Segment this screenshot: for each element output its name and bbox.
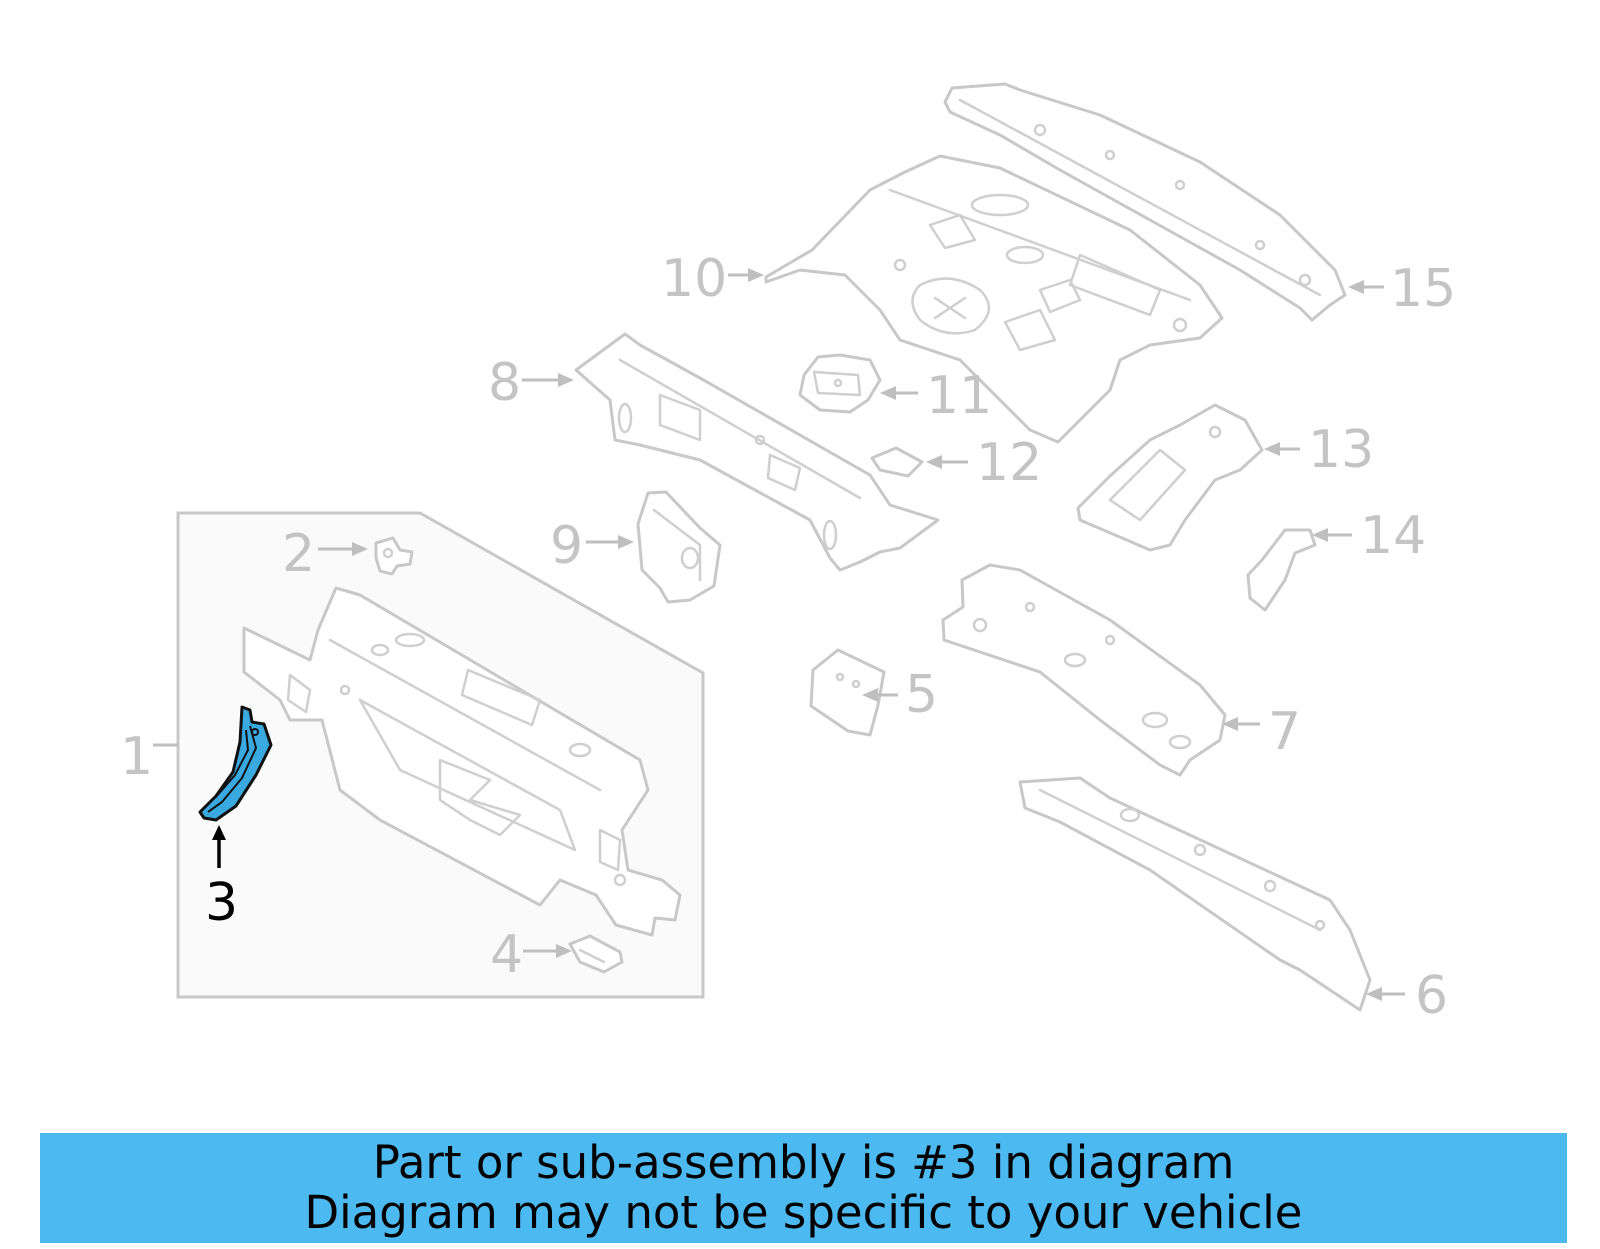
part-info-banner: Part or sub-assembly is #3 in diagram Di… xyxy=(40,1133,1567,1243)
part-13-bracket[interactable] xyxy=(1076,403,1264,552)
callout-label-14: 14 xyxy=(1360,506,1426,566)
callout-2: 2 xyxy=(282,524,368,584)
callout-label-8: 8 xyxy=(488,353,521,413)
part-11-bracket[interactable] xyxy=(798,353,882,414)
callout-label-6: 6 xyxy=(1415,966,1448,1026)
callout-label-1: 1 xyxy=(120,727,153,787)
callout-11: 11 xyxy=(880,366,992,426)
callout-label-7: 7 xyxy=(1268,702,1301,762)
callout-label-9: 9 xyxy=(550,516,583,576)
callout-14: 14 xyxy=(1312,506,1426,566)
part-14-clip[interactable] xyxy=(1246,528,1317,612)
callout-6: 6 xyxy=(1366,966,1448,1026)
banner-line-1: Part or sub-assembly is #3 in diagram xyxy=(372,1136,1235,1189)
part-8-crossmember[interactable] xyxy=(574,332,940,572)
part-9-bracket[interactable] xyxy=(636,490,722,604)
callout-label-2: 2 xyxy=(282,524,315,584)
part-1-rear-panel[interactable] xyxy=(242,586,682,937)
part-12-plate[interactable] xyxy=(870,446,924,478)
callout-label-13: 13 xyxy=(1308,420,1374,480)
callout-label-12: 12 xyxy=(976,433,1042,493)
part-6-rail[interactable] xyxy=(1018,776,1372,1012)
part-2-bracket[interactable] xyxy=(374,536,414,576)
part-5-plate[interactable] xyxy=(809,648,886,737)
callout-label-5: 5 xyxy=(905,665,938,725)
callout-label-4: 4 xyxy=(490,925,523,985)
part-3-reinforcement-highlighted[interactable] xyxy=(198,705,273,822)
callout-label-15: 15 xyxy=(1390,259,1456,319)
part-4-bracket[interactable] xyxy=(568,934,624,974)
callout-label-11: 11 xyxy=(926,366,992,426)
callout-3-highlighted: 3 xyxy=(205,825,238,933)
callout-13: 13 xyxy=(1264,420,1374,480)
callout-10: 10 xyxy=(661,249,764,309)
callout-label-3: 3 xyxy=(205,873,238,933)
callout-8: 8 xyxy=(488,353,574,413)
callout-1: 1 xyxy=(120,727,178,787)
callout-7: 7 xyxy=(1222,702,1301,762)
callout-12: 12 xyxy=(926,433,1042,493)
callout-15: 15 xyxy=(1348,259,1456,319)
part-15-rear-crossmember[interactable] xyxy=(943,82,1347,322)
part-7-side-rail[interactable] xyxy=(941,563,1227,777)
banner-line-2: Diagram may not be specific to your vehi… xyxy=(304,1186,1303,1239)
callout-5: 5 xyxy=(862,665,938,725)
callout-4: 4 xyxy=(490,925,572,985)
callout-label-10: 10 xyxy=(661,249,727,309)
callout-9: 9 xyxy=(550,516,634,576)
part-10-floor-pan[interactable] xyxy=(764,154,1224,444)
